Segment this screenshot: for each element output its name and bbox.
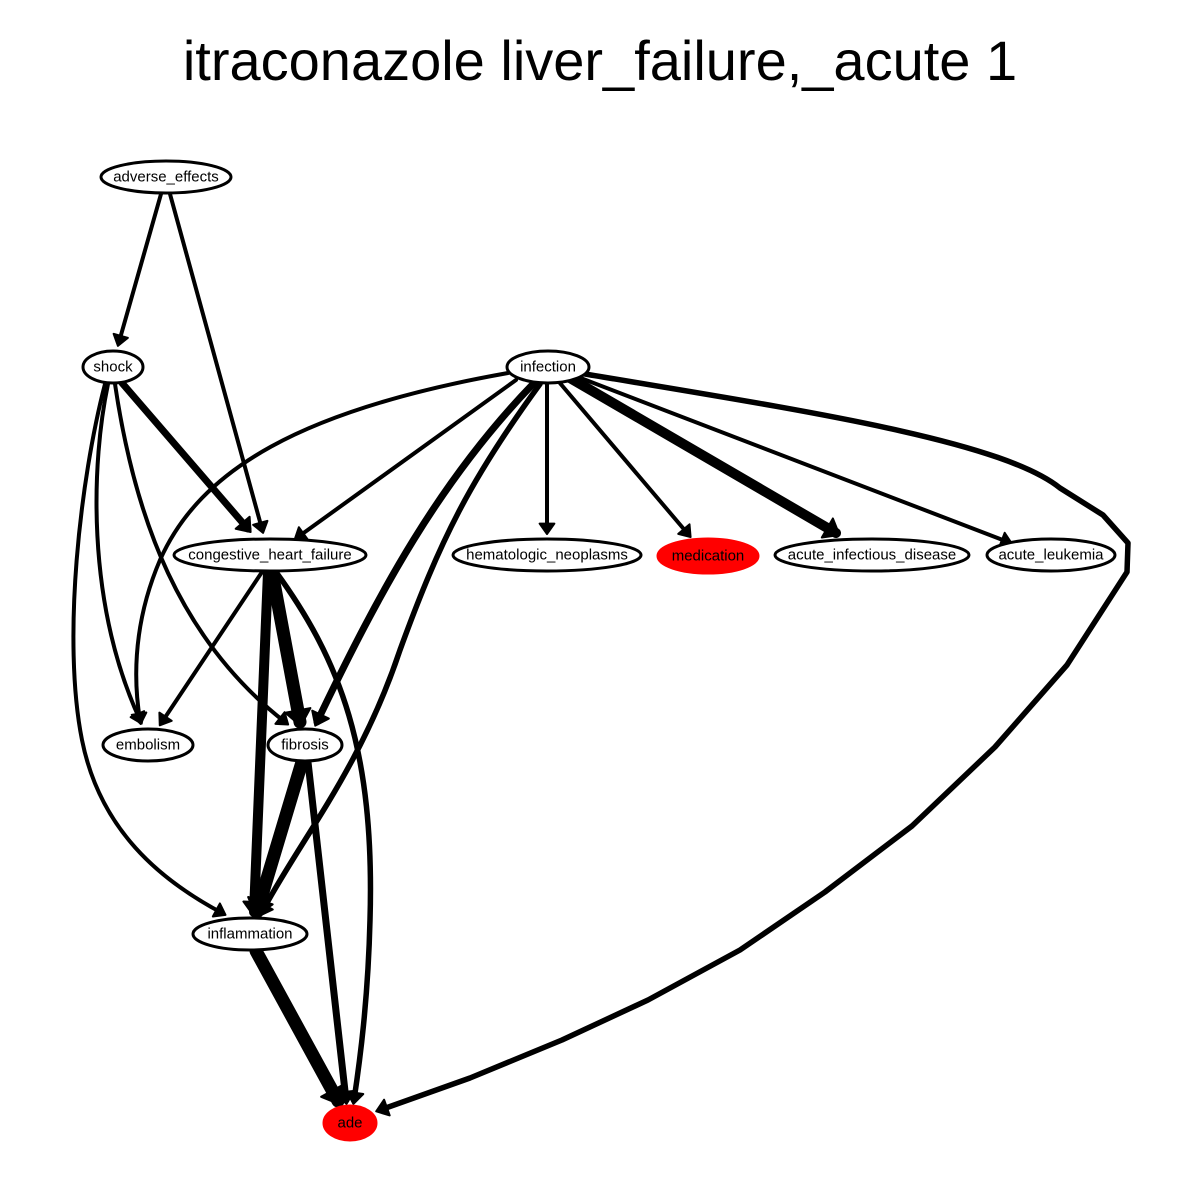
arrowhead bbox=[311, 709, 330, 727]
node-shock: shock bbox=[81, 349, 145, 385]
node-label: acute_leukemia bbox=[998, 547, 1104, 564]
edge-infection-to-fibrosis bbox=[311, 379, 538, 727]
node-infection: infection bbox=[505, 349, 591, 385]
arrowhead bbox=[375, 1098, 391, 1117]
edge-infection-to-hematologic_neoplasms bbox=[538, 382, 556, 535]
edge-infection-to-ade bbox=[375, 371, 1131, 1117]
node-label: adverse_effects bbox=[113, 169, 219, 186]
page-title: itraconazole liver_failure,_acute 1 bbox=[182, 29, 1018, 92]
node-acute_infectious_disease: acute_infectious_disease bbox=[773, 537, 971, 573]
edge-line bbox=[118, 379, 252, 533]
edge-line bbox=[250, 755, 309, 919]
edge-adverse_effects-to-shock bbox=[112, 192, 163, 347]
node-medication: medication bbox=[656, 537, 760, 575]
edge-line bbox=[377, 371, 1131, 1113]
node-shape bbox=[656, 537, 760, 575]
node-shape bbox=[505, 349, 591, 385]
node-label: hematologic_neoplasms bbox=[466, 547, 628, 564]
node-ade: ade bbox=[322, 1104, 378, 1142]
node-label: embolism bbox=[116, 737, 180, 754]
arrowhead bbox=[677, 523, 692, 539]
node-shape bbox=[101, 727, 195, 763]
node-embolism: embolism bbox=[101, 727, 195, 763]
node-label: ade bbox=[337, 1115, 362, 1132]
node-label: acute_infectious_disease bbox=[788, 547, 956, 564]
node-fibrosis: fibrosis bbox=[266, 727, 344, 763]
edge-infection-to-congestive_heart_failure bbox=[293, 378, 518, 541]
node-shape bbox=[172, 537, 368, 573]
edge-line bbox=[576, 375, 1010, 544]
node-shape bbox=[266, 727, 344, 763]
edge-congestive_heart_failure-to-inflammation bbox=[242, 567, 273, 917]
node-shape bbox=[81, 349, 145, 385]
arrowhead bbox=[247, 896, 274, 917]
edge-shock-to-fibrosis bbox=[113, 382, 290, 726]
edge-shock-to-inflammation bbox=[71, 382, 227, 918]
edge-line bbox=[117, 192, 163, 344]
edge-shock-to-congestive_heart_failure bbox=[118, 379, 252, 534]
edge-line bbox=[265, 565, 307, 729]
node-label: medication bbox=[672, 548, 745, 565]
node-shape bbox=[451, 537, 643, 573]
node-label: fibrosis bbox=[281, 737, 329, 754]
edge-line bbox=[565, 373, 841, 538]
node-shape bbox=[191, 916, 309, 952]
node-label: congestive_heart_failure bbox=[188, 547, 351, 564]
edge-fibrosis-to-inflammation bbox=[247, 755, 309, 919]
edge-line bbox=[249, 944, 345, 1108]
node-hematologic_neoplasms: hematologic_neoplasms bbox=[451, 537, 643, 573]
node-label: infection bbox=[520, 359, 576, 376]
edge-congestive_heart_failure-to-embolism bbox=[158, 570, 264, 727]
arrowhead bbox=[320, 1083, 345, 1106]
arrowhead bbox=[252, 519, 269, 534]
edge-inflammation-to-ade bbox=[249, 944, 345, 1108]
node-shape bbox=[322, 1104, 378, 1142]
arrowhead bbox=[112, 332, 129, 347]
edge-line bbox=[259, 381, 543, 915]
node-shape bbox=[99, 159, 233, 195]
edge-line bbox=[273, 569, 374, 1103]
arrowhead bbox=[538, 522, 556, 535]
edge-line bbox=[94, 382, 142, 722]
edge-line bbox=[304, 758, 350, 1104]
arrowhead bbox=[274, 711, 290, 726]
edge-infection-to-medication bbox=[557, 380, 692, 539]
edge-adverse_effects-to-congestive_heart_failure bbox=[168, 192, 269, 534]
node-label: shock bbox=[93, 359, 133, 376]
node-acute_leukemia: acute_leukemia bbox=[985, 537, 1117, 573]
edge-congestive_heart_failure-to-fibrosis bbox=[265, 565, 312, 729]
edge-infection-to-embolism bbox=[130, 371, 510, 725]
node-congestive_heart_failure: congestive_heart_failure bbox=[172, 537, 368, 573]
edge-infection-to-acute_infectious_disease bbox=[565, 373, 841, 539]
node-shape bbox=[773, 537, 971, 573]
node-adverse_effects: adverse_effects bbox=[99, 159, 233, 195]
edge-line bbox=[296, 378, 518, 539]
edge-line bbox=[557, 380, 690, 536]
arrowhead bbox=[158, 711, 173, 727]
edge-layer bbox=[71, 192, 1131, 1117]
edge-line bbox=[160, 570, 264, 724]
edge-line bbox=[71, 382, 224, 915]
arrowhead bbox=[211, 902, 227, 918]
edge-line bbox=[134, 371, 510, 722]
edge-line bbox=[168, 192, 264, 531]
node-shape bbox=[985, 537, 1117, 573]
edge-line bbox=[313, 379, 538, 726]
edge-line bbox=[113, 382, 287, 724]
edge-line bbox=[249, 567, 273, 917]
arrowhead bbox=[130, 711, 148, 725]
arrowhead bbox=[234, 515, 252, 534]
arrowhead bbox=[820, 517, 841, 539]
node-inflammation: inflammation bbox=[191, 916, 309, 952]
arrowhead bbox=[284, 707, 312, 727]
edge-infection-to-acute_leukemia bbox=[576, 375, 1013, 548]
node-label: inflammation bbox=[207, 926, 292, 943]
